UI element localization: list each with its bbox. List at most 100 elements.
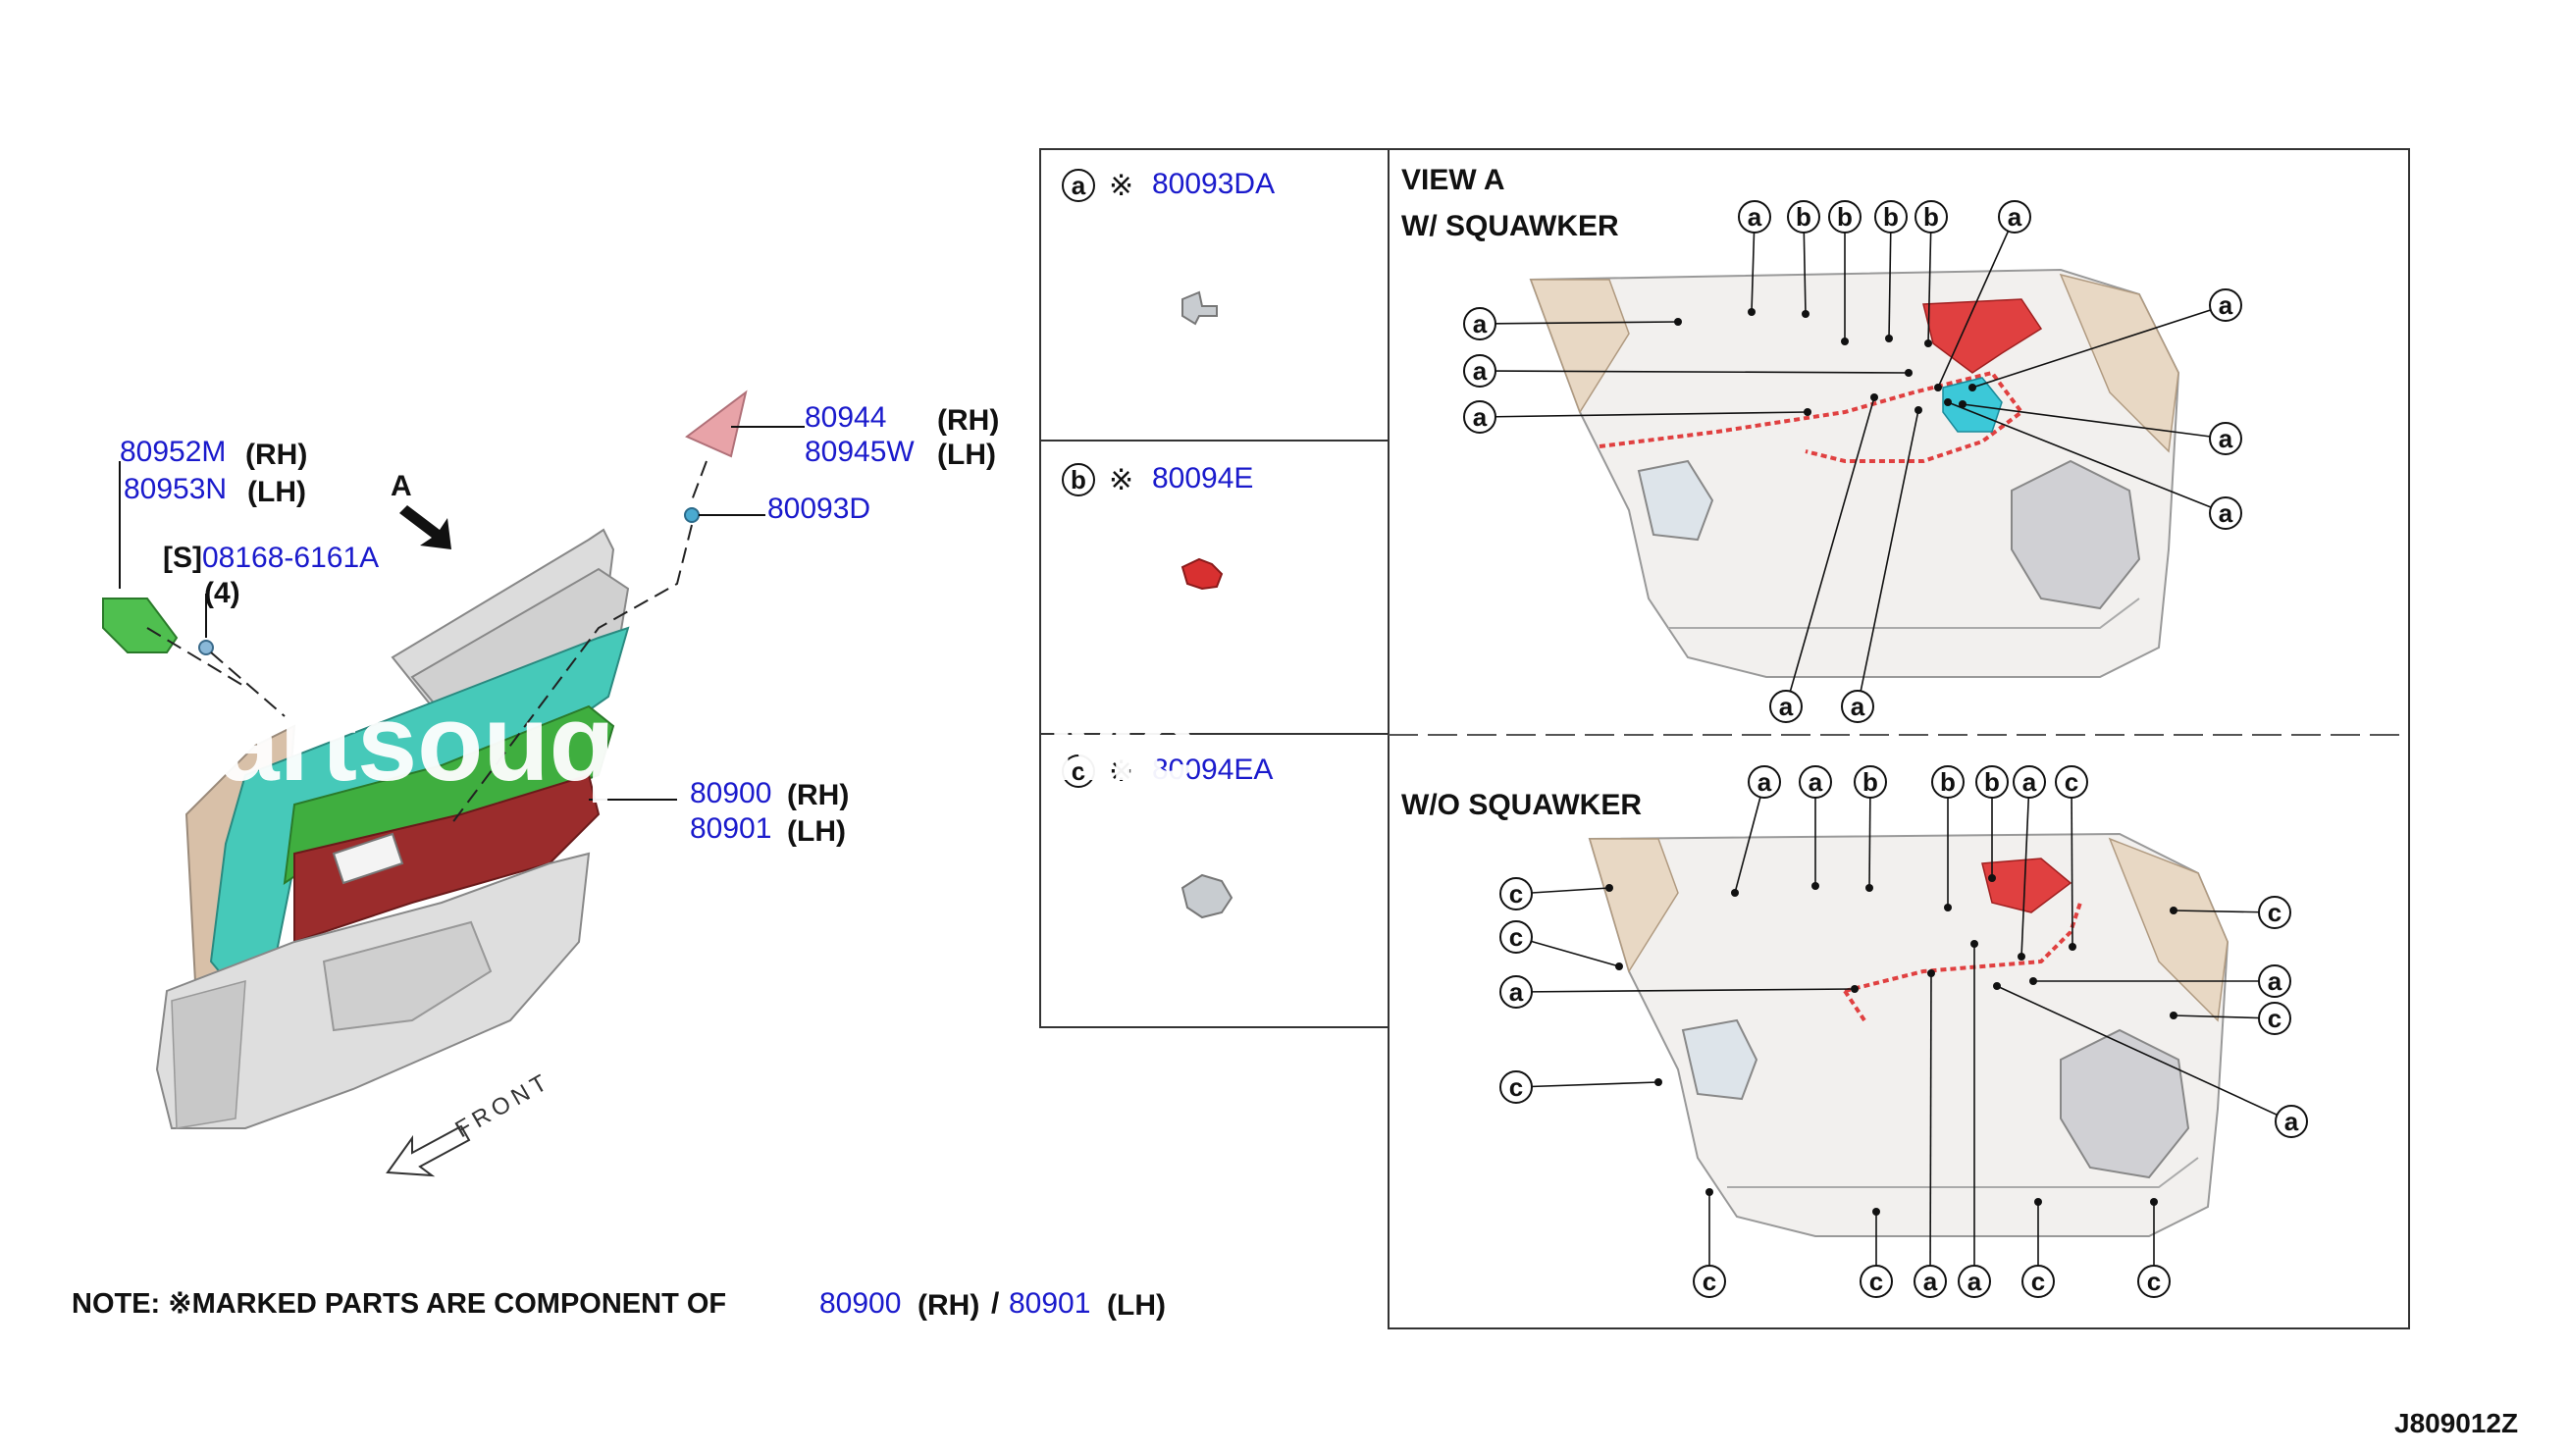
speaker-grill-upper [2011,459,2141,610]
callout-b: b [1854,765,1887,892]
callout-leader [1479,411,1809,418]
callout-circle-icon [1787,200,1820,234]
callout-leader [1515,936,1620,967]
callout-a: a [1993,982,2308,1138]
callout-a: a [1499,975,1859,1009]
callout-circle-icon [1854,765,1887,799]
callout-circle-icon [1769,690,1803,723]
note-line: NOTE: ※MARKED PARTS ARE COMPONENT OF 809… [72,1287,1166,1322]
callout-dot [1811,882,1819,890]
callout-letter: c [1509,1072,1523,1102]
grip-dashed-line [146,627,246,688]
callout-letter: c [2268,1004,2282,1033]
door-inner-without-squawker [1588,832,2229,1237]
view-without-squawker: W/O SQUAWKER [1401,789,1642,821]
legend-b-circle-icon [1062,463,1095,496]
callout-dot [1934,384,1942,391]
callout-circle-icon [2258,1002,2291,1035]
callout-c: c [2021,1198,2055,1298]
note-rh-label: (RH) [918,1289,979,1322]
callout-letter: c [2147,1267,2161,1296]
callout-letter: c [1509,879,1523,909]
note-rh-part: 80900 [819,1287,901,1320]
callout-letter: a [2008,202,2022,232]
callout-dot [1914,406,1922,414]
callout-letter: a [1748,202,1762,232]
callout-dot [1872,1208,1880,1216]
part-main-rh: 80900 [690,777,771,809]
clip-c-icon [1180,873,1233,919]
callout-dot [1870,393,1878,401]
callout-a: a [1958,940,1991,1298]
callout-leader [1479,321,1679,325]
callout-letter: a [1473,402,1488,432]
part-finisher-lh: 80945W [805,436,915,468]
view-a-box: VIEW A W/ SQUAWKER W/O SQUAWKER [1388,148,2410,1329]
callout-letter: c [2268,898,2282,927]
callout-dot [1944,904,1952,911]
callout-a: a [1463,400,1811,434]
callout-circle-icon [1914,1265,1947,1298]
screw-dashed-line [210,651,286,717]
callout-leader [1857,409,1919,707]
callout-leader [2173,1014,2276,1019]
callout-circle-icon [1860,1265,1893,1298]
door-inner-upper-lower-edge [1668,598,2140,629]
part-finisher-rh: 80944 [805,401,886,434]
callout-dot [2029,977,2037,985]
legend-a-key: a [1072,171,1086,200]
legend-b-symbol: ※ [1109,464,1133,496]
callout-leader [1996,985,2292,1122]
note-lh-label: (LH) [1107,1289,1166,1322]
callout-circle-icon [2021,1265,2055,1298]
callout-dot [1674,318,1682,326]
callout-circle-icon [1998,200,2031,234]
callout-a: a [1731,765,1781,897]
callout-circle-icon [1738,200,1771,234]
door-inner-upper-beige [1529,279,1630,414]
part-main-lh-label: (LH) [787,815,846,848]
callout-leader [1515,1081,1659,1088]
callout-a: a [1959,400,2242,455]
legend-a-symbol: ※ [1109,170,1133,202]
speaker-grill-lower [2060,1028,2190,1179]
callout-letter: c [1869,1267,1883,1296]
callout-b: b [1914,200,1948,347]
callout-letter: a [1757,767,1772,797]
callout-a: a [1463,354,1913,388]
legend-c-symbol: ※ [1109,755,1133,788]
callout-leader [1888,216,1892,339]
callout-a: a [1914,969,1947,1298]
callout-circle-icon [2258,896,2291,929]
callout-circle-icon [1499,975,1533,1009]
callout-leader [1868,781,1871,889]
callout-circle-icon [2275,1105,2308,1138]
callout-leader [2173,910,2276,913]
callout-letter: a [2219,498,2233,528]
callout-circle-icon [2258,964,2291,998]
trim-lower-shadow [171,980,246,1129]
callout-b: b [1874,200,1908,342]
callout-circle-icon [1748,765,1781,799]
callout-dot [2150,1198,2158,1206]
clip-a-icon [1181,290,1218,326]
part-clip: 80093D [767,493,870,525]
callout-dot [2170,1012,2177,1019]
legend-a-part: 80093DA [1152,168,1275,200]
callout-dot [2034,1198,2042,1206]
pull-grip-part [102,598,246,688]
callout-letter: b [1883,202,1899,232]
door-trim-illustration [155,528,630,1129]
callout-a: a [2013,765,2046,961]
callout-circle-icon [1931,765,1965,799]
front-label: FRONT [451,1067,556,1143]
callout-a: a [1769,393,1878,723]
callout-a: a [1841,406,1922,723]
callout-circle-icon [1874,200,1908,234]
callout-c: c [1499,920,1623,970]
callout-a: a [1463,307,1682,340]
callout-letter: a [1809,767,1823,797]
callout-leader [1479,370,1910,374]
pull-grip-body [102,598,179,653]
part-grip-lh-label: (LH) [247,476,306,508]
